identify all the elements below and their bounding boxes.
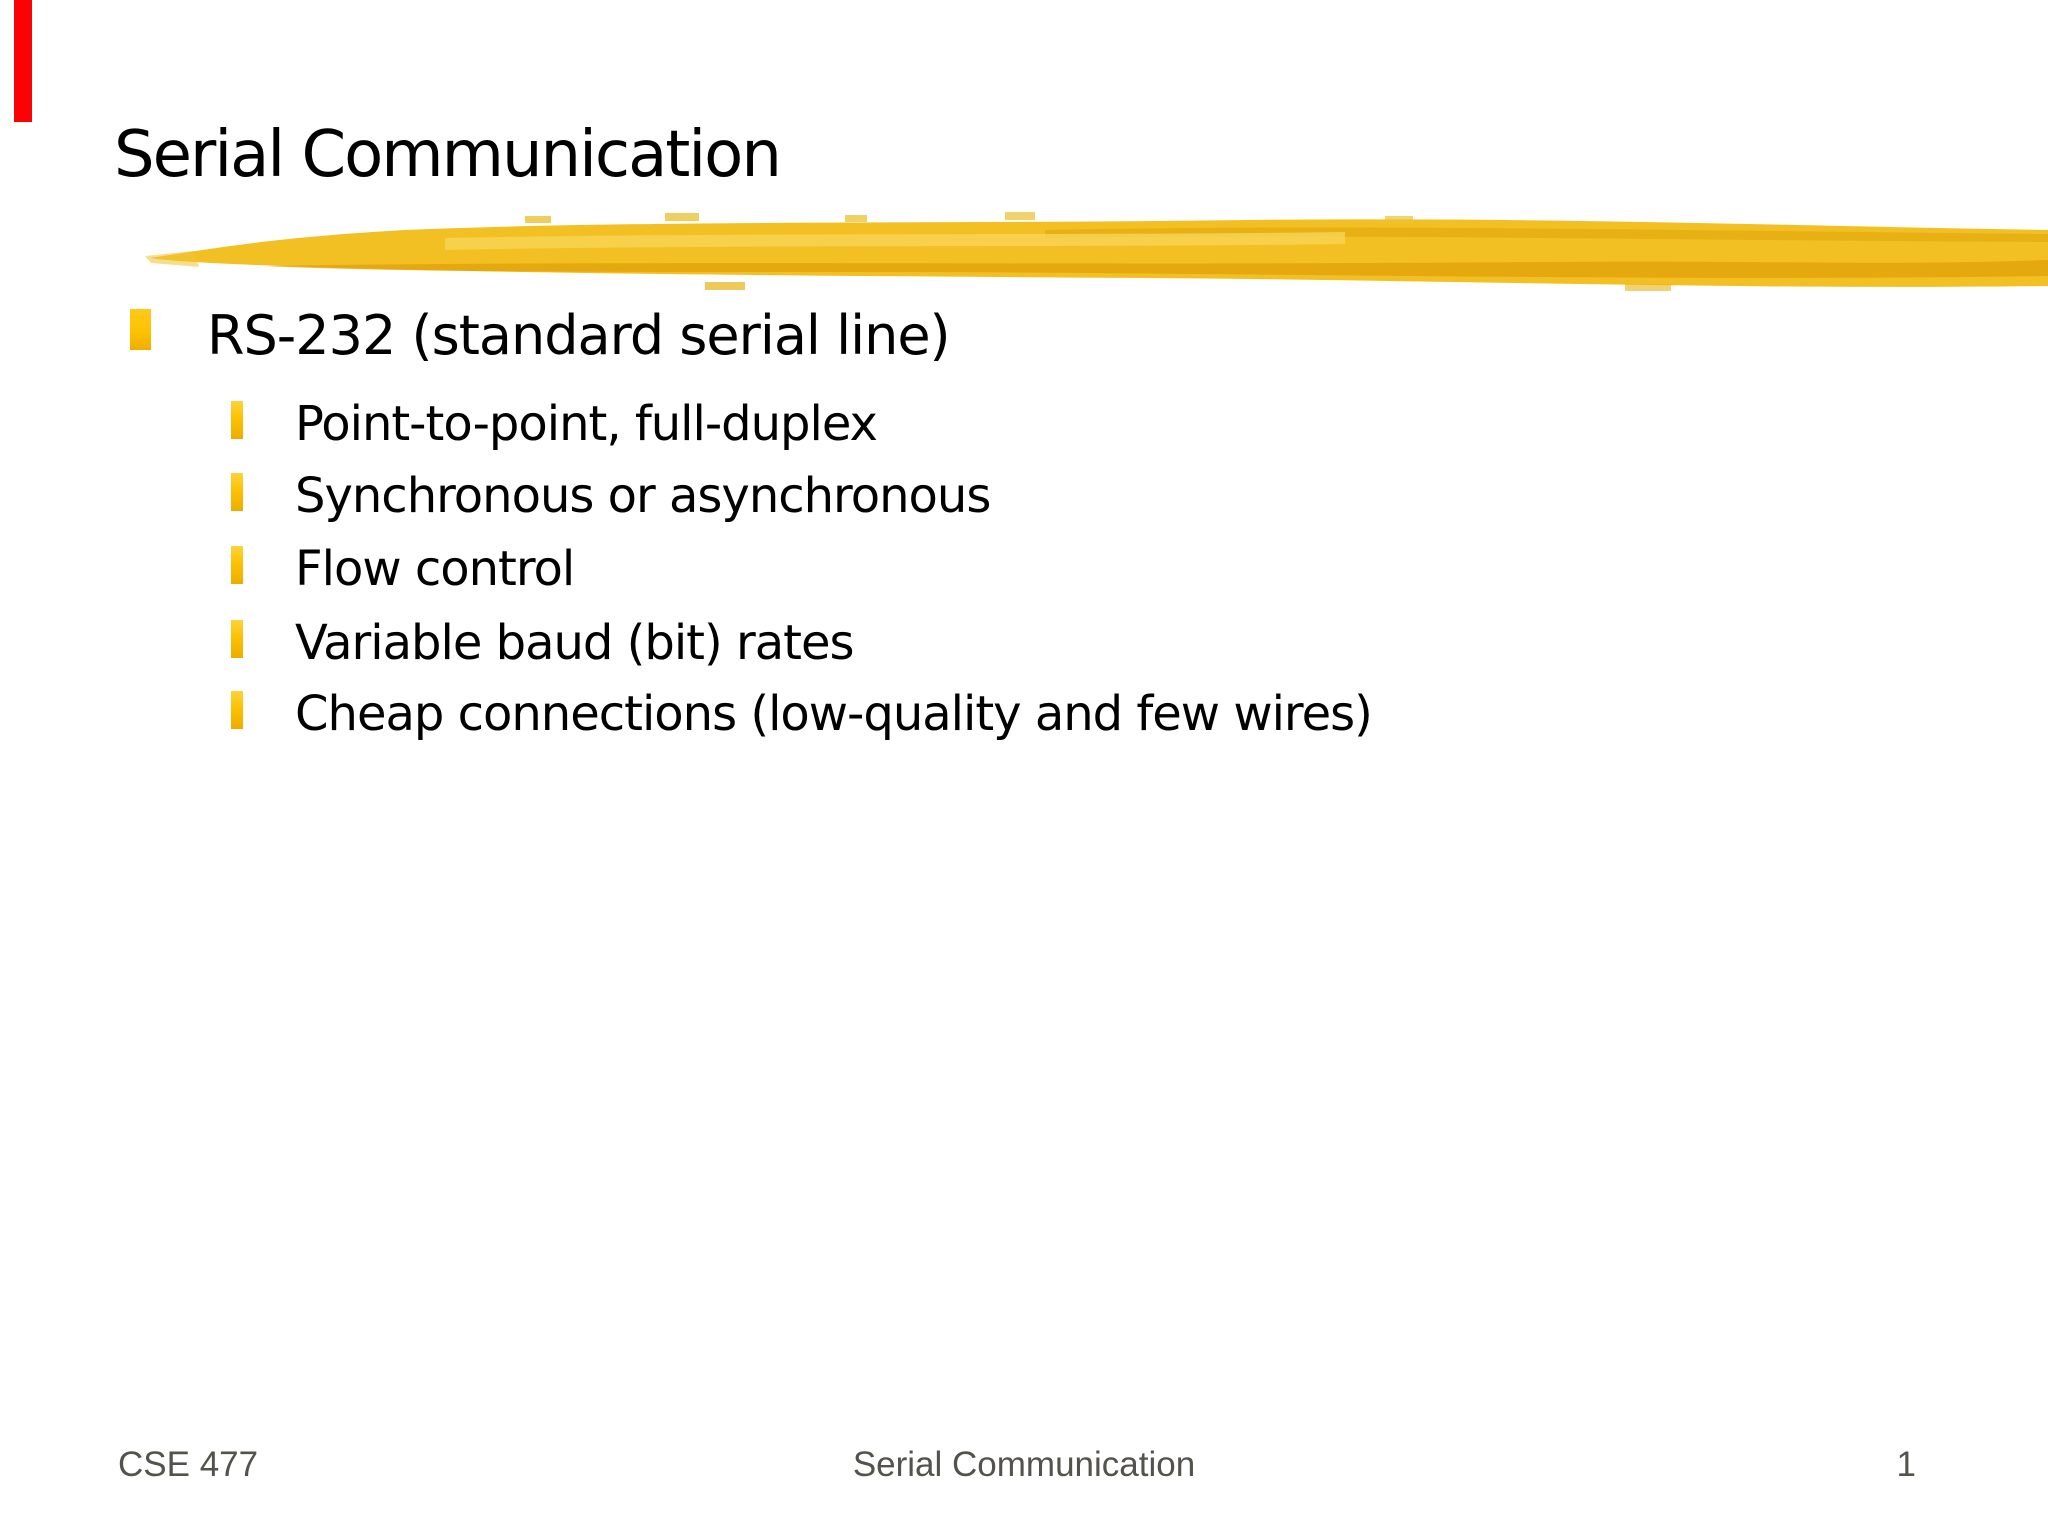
sub-bullet-item: Variable baud (bit) rates — [0, 607, 2048, 680]
sub-bullet-marker-icon — [231, 401, 243, 439]
footer-page-number: 1 — [1896, 1445, 1916, 1484]
sub-bullet-item: Flow control — [0, 533, 2048, 606]
brush-stroke-underline-icon — [145, 212, 2048, 291]
footer-title-label: Serial Communication — [852, 1445, 1196, 1484]
red-accent-bar-icon — [14, 0, 32, 122]
bullet-marker-icon — [130, 309, 151, 350]
sub-bullet-item: Point-to-point, full-duplex — [0, 388, 2048, 461]
bullet-text: RS-232 (standard serial line) — [207, 304, 951, 367]
sub-bullet-marker-icon — [231, 620, 243, 658]
footer-course-label: CSE 477 — [118, 1445, 259, 1484]
page-title: Serial Communication — [114, 118, 782, 192]
sub-bullet-text: Synchronous or asynchronous — [295, 468, 991, 524]
sub-bullet-marker-icon — [231, 691, 243, 729]
sub-bullet-text: Flow control — [295, 541, 575, 597]
sub-bullet-text: Point-to-point, full-duplex — [295, 396, 878, 452]
bullet-item: RS-232 (standard serial line) — [0, 300, 2048, 372]
sub-bullet-text: Cheap connections (low-quality and few w… — [295, 686, 1373, 742]
sub-bullet-text: Variable baud (bit) rates — [295, 615, 854, 671]
sub-bullet-marker-icon — [231, 546, 243, 584]
sub-bullet-item: Synchronous or asynchronous — [0, 460, 2048, 533]
sub-bullet-marker-icon — [231, 473, 243, 511]
slide-footer: CSE 477 Serial Communication 1 — [0, 1446, 2048, 1486]
sub-bullet-item: Cheap connections (low-quality and few w… — [0, 678, 2048, 751]
